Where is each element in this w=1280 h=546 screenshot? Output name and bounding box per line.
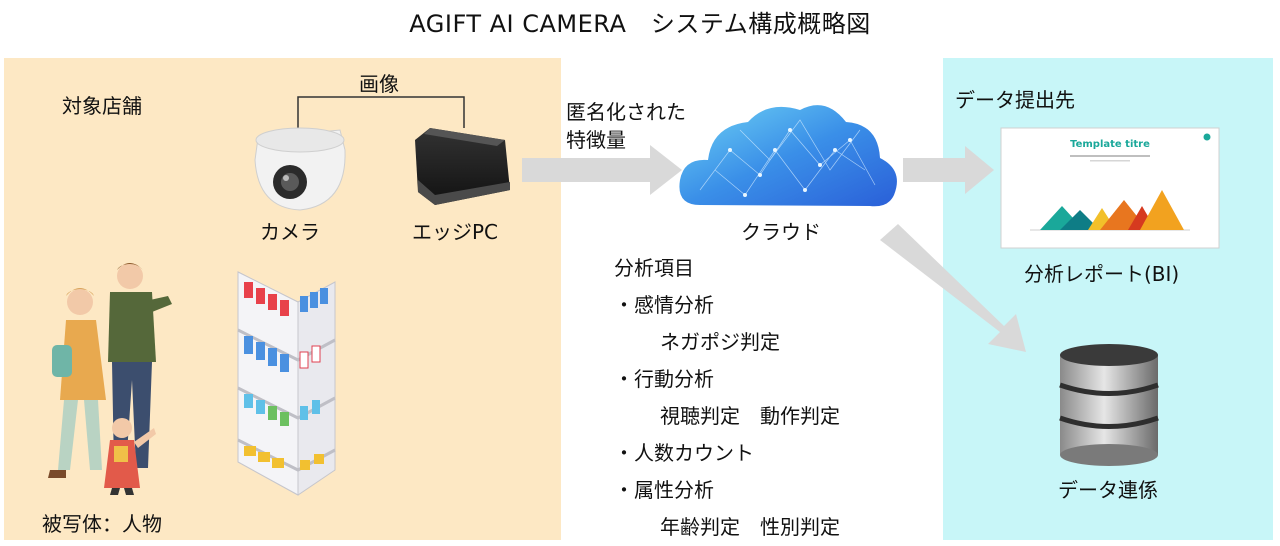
analysis-subitem: ネガポジ判定 — [660, 330, 780, 354]
anonymized-label-line2: 特徴量 — [566, 128, 626, 152]
edge-pc-label: エッジPC — [412, 220, 499, 244]
destination-label: データ提出先 — [955, 88, 1075, 112]
analysis-heading: 分析項目 — [614, 256, 694, 280]
store-shelf-illustration — [237, 271, 336, 496]
bi-report-thumbnail — [1000, 127, 1220, 249]
analysis-subitem: 年齢判定 性別判定 — [660, 515, 840, 539]
analysis-item: ・属性分析 — [614, 478, 714, 502]
subject-label: 被写体：人物 — [42, 512, 162, 536]
cloud-icon — [679, 105, 897, 207]
anonymized-label-line1: 匿名化された — [566, 100, 686, 124]
image-label: 画像 — [359, 72, 399, 96]
report-label: 分析レポート(BI) — [1024, 262, 1180, 286]
analysis-item: ・人数カウント — [614, 441, 754, 465]
arrow-to-database — [880, 224, 1026, 352]
data-link-label: データ連係 — [1058, 478, 1158, 502]
store-label: 対象店舗 — [62, 94, 142, 118]
analysis-item: ・行動分析 — [614, 367, 714, 391]
arrow-to-report — [903, 146, 994, 194]
analysis-subitem: 視聴判定 動作判定 — [660, 404, 840, 428]
edge-pc-icon — [415, 128, 510, 205]
report-thumbnail-title: Template titre — [1070, 139, 1150, 150]
camera-icon — [254, 127, 346, 211]
image-connector — [297, 96, 465, 128]
arrow-to-cloud — [522, 145, 682, 195]
database-icon — [1059, 344, 1159, 466]
camera-label: カメラ — [260, 220, 320, 244]
diagram-title: AGIFT AI CAMERA システム構成概略図 — [409, 10, 871, 38]
cloud-label: クラウド — [741, 220, 821, 244]
analysis-item: ・感情分析 — [614, 293, 714, 317]
people-illustration — [48, 263, 172, 495]
analysis-list: 分析項目 ・感情分析 ネガポジ判定 ・行動分析 視聴判定 動作判定 ・人数カウン… — [614, 250, 840, 546]
